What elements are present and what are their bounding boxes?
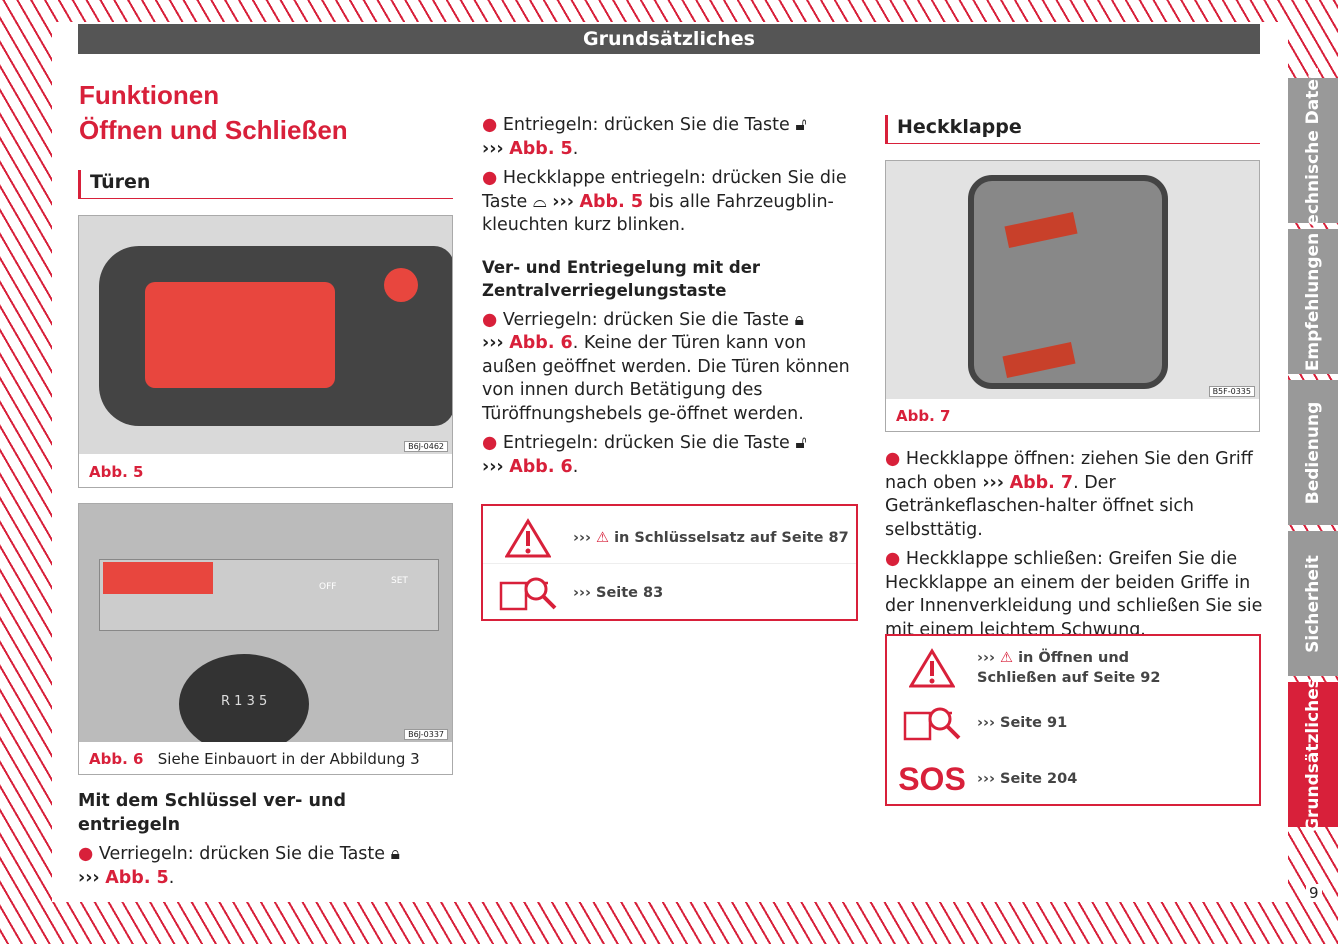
ref-link[interactable]: Abb. 5	[105, 867, 169, 888]
book-row: ››› Seite 83	[483, 568, 856, 618]
ref-link[interactable]: Abb. 5	[579, 191, 643, 212]
bullet-text: Entriegeln: drücken Sie die Taste	[502, 433, 790, 453]
warning-ref-link[interactable]: ››› ⚠ in Schlüsselsatz auf Seite 87	[573, 529, 849, 546]
gear-label: R 1 3 5	[221, 694, 268, 709]
right-text: ● Heckklappe öffnen: ziehen Sie den Grif…	[885, 449, 1263, 640]
sos-icon: SOS	[898, 760, 966, 797]
ref-arrow: ›››	[552, 191, 574, 212]
bullet-text: Entriegeln: drücken Sie die Taste	[502, 115, 790, 135]
tab-empfehlungen[interactable]: Empfehlungen	[1288, 229, 1338, 374]
tab-technische-daten[interactable]: Technische Daten	[1288, 66, 1338, 235]
section-heckklappe: Heckklappe	[885, 115, 1260, 144]
book-row: ››› Seite 91	[887, 698, 1259, 748]
unlock-icon: 🔓︎	[795, 115, 807, 135]
bullet-text: Heckklappe entriegeln: drücken Sie die T…	[482, 168, 847, 212]
figure-code: B6J-0337	[404, 729, 448, 740]
left-text: Mit dem Schlüssel ver- und entriegeln ● …	[78, 790, 453, 896]
title-line2: Öffnen und Schließen	[79, 115, 348, 145]
lock-icon: 🔒︎	[390, 844, 400, 864]
subheading: Mit dem Schlüssel ver- und entriegeln	[78, 791, 346, 835]
title-line1: Funktionen	[79, 80, 220, 110]
warning-icon	[483, 517, 573, 558]
ref-arrow: ›››	[78, 867, 100, 888]
ref-link[interactable]: Abb. 7	[1009, 472, 1074, 493]
chapter-header: Grundsätzliches	[78, 24, 1260, 54]
bullet-text: Heckklappe schließen: Greifen Sie die He…	[885, 549, 1263, 640]
ref-link[interactable]: Abb. 6	[509, 456, 573, 477]
center-console-image: OFF SET R 1 3 5 B6J-0337	[79, 504, 452, 742]
sos-row: SOS ››› Seite 204	[887, 754, 1259, 804]
unlock-icon: 🔓︎	[795, 433, 807, 453]
key-fob-image: B6J-0462	[79, 216, 452, 454]
book-search-icon	[887, 705, 977, 741]
page-number: 9	[1306, 884, 1322, 902]
tab-grundsaetzliches[interactable]: Grundsätzliches	[1288, 678, 1338, 831]
bullet-text: bis alle Fahrzeugblin-kleuchten kurz bli…	[482, 191, 834, 236]
warning-row: ››› ⚠ in Öffnen und Schließen auf Seite …	[887, 642, 1259, 694]
ref-arrow: ›››	[982, 472, 1004, 493]
book-ref-link[interactable]: ››› Seite 91	[977, 715, 1068, 731]
figure-code: B6J-0462	[404, 441, 448, 452]
subheading: Ver- und Entriegelung mit der Zentralver…	[482, 257, 761, 301]
off-label: OFF	[319, 582, 337, 592]
warning-icon	[887, 648, 977, 688]
section-tueren: Türen	[78, 170, 453, 199]
bullet-text: Verriegeln: drücken Sie die Taste	[502, 309, 790, 330]
warning-row: ››› ⚠ in Schlüsselsatz auf Seite 87	[483, 512, 856, 564]
bullet-text: Heckklappe öffnen: ziehen Sie den Griff …	[885, 449, 1253, 493]
figure-6: OFF SET R 1 3 5 B6J-0337 Abb. 6 Siehe Ei…	[78, 503, 453, 775]
bullet-text: . Keine der Türen kann von außen geöffne…	[482, 333, 850, 424]
set-label: SET	[391, 576, 408, 586]
sos-ref-link[interactable]: ››› Seite 204	[977, 771, 1078, 787]
car-tailgate-icon: ⌓	[532, 191, 547, 212]
reference-box: ››› ⚠ in Schlüsselsatz auf Seite 87 ››› …	[481, 504, 858, 621]
figure-5: B6J-0462 Abb. 5	[78, 215, 453, 488]
bullet-text: Verriegeln: drücken Sie die Taste	[98, 844, 386, 864]
book-search-icon	[483, 575, 573, 611]
middle-text: ● Entriegeln: drücken Sie die Taste 🔓︎››…	[482, 114, 860, 485]
lock-icon: 🔒︎	[794, 309, 804, 330]
figure-caption: Abb. 6 Siehe Einbauort in der Abbildung …	[89, 750, 420, 768]
figure-label: Abb. 6	[89, 750, 144, 768]
caption-text: Siehe Einbauort in der Abbildung 3	[157, 750, 420, 768]
reference-box: ››› ⚠ in Öffnen und Schließen auf Seite …	[885, 634, 1261, 806]
warning-ref-link[interactable]: ››› ⚠ in Öffnen und Schließen auf Seite …	[977, 650, 1161, 686]
figure-label: Abb. 5	[89, 463, 144, 481]
ref-link[interactable]: Abb. 5	[509, 138, 573, 159]
figure-code: B5F-0335	[1208, 386, 1255, 397]
figure-label: Abb. 7	[896, 407, 951, 425]
ref-arrow: ›››	[482, 333, 504, 353]
ref-arrow: ›››	[482, 456, 504, 477]
book-ref-link[interactable]: ››› Seite 83	[573, 585, 664, 601]
tab-sicherheit[interactable]: Sicherheit	[1288, 531, 1338, 676]
seat-logo-image: B5F-0335	[886, 161, 1259, 399]
tab-bedienung[interactable]: Bedienung	[1288, 380, 1338, 525]
ref-arrow: ›››	[482, 138, 504, 159]
bullet-text: . Der Getränkeflaschen-halter öffnet sic…	[885, 472, 1195, 540]
bullet: ● Verriegeln: drücken Sie die Taste 🔒︎››…	[78, 844, 400, 888]
figure-7: B5F-0335 Abb. 7	[885, 160, 1260, 432]
ref-link[interactable]: Abb. 6	[509, 333, 573, 353]
